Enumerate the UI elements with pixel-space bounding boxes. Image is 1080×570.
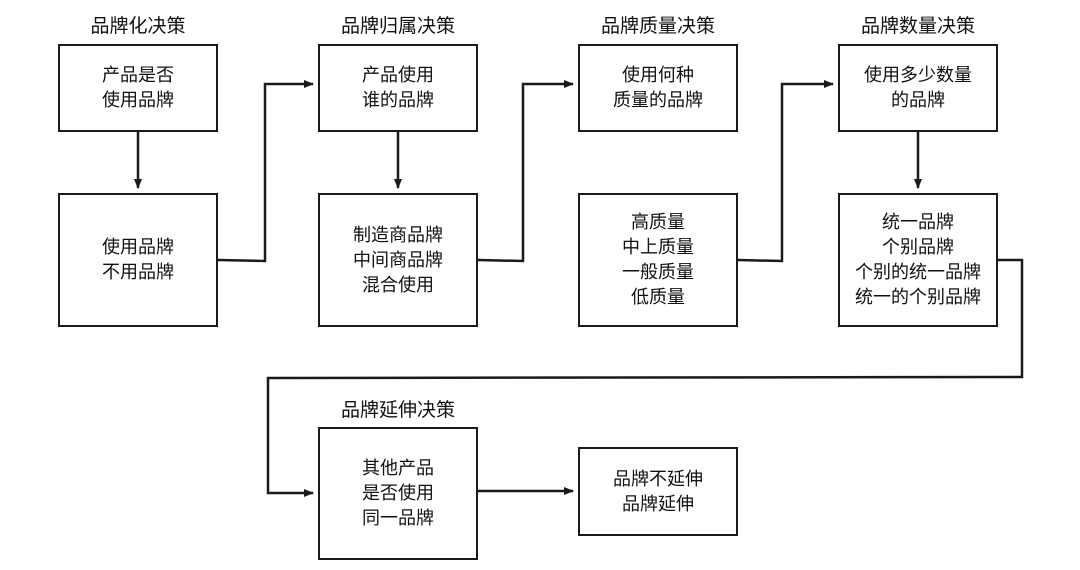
stage-1-heading: 品牌化决策 [90, 15, 186, 37]
stage-4-option: 统一的个别品牌 [855, 287, 981, 308]
stage-2-options-box: 制造商品牌 中间商品牌 混合使用 [318, 193, 478, 327]
stage-5-option: 品牌不延伸 [613, 468, 703, 490]
stage-1-question-line-1: 产品是否 [102, 65, 174, 86]
stage-2-question-line-2: 谁的品牌 [362, 90, 434, 111]
stage-5-question-box: 其他产品 是否使用 同一品牌 [318, 427, 478, 560]
stage-5-question-line-2: 是否使用 [362, 483, 434, 504]
stage-5-options-box: 品牌不延伸 品牌延伸 [578, 447, 738, 536]
stage-1-question-box: 产品是否 使用品牌 [58, 44, 218, 132]
stage-5-question-line-1: 其他产品 [362, 458, 434, 479]
stage-1-options-box: 使用品牌 不用品牌 [58, 193, 218, 327]
stage-1-to-2-connector [217, 80, 314, 263]
stage-4-option: 个别的统一品牌 [855, 262, 981, 283]
stage-2-option: 中间商品牌 [353, 249, 443, 271]
stage-3-option: 高质量 [631, 212, 685, 233]
stage-3-options-box: 高质量 中上质量 一般质量 低质量 [578, 193, 738, 327]
stage-1-question-line-2: 使用品牌 [102, 90, 174, 111]
stage-3-option: 中上质量 [622, 237, 694, 258]
stage-4-option: 个别品牌 [882, 237, 954, 258]
stage-4-to-5-connector [266, 258, 1024, 497]
stage-4-options-box: 统一品牌 个别品牌 个别的统一品牌 统一的个别品牌 [838, 193, 998, 327]
stage-3-question-box: 使用何种 质量的品牌 [578, 44, 738, 132]
stage-5-heading: 品牌延伸决策 [340, 399, 455, 421]
stage-3-to-4-connector [737, 80, 834, 263]
stage-2-heading: 品牌归属决策 [340, 15, 455, 37]
stage-2-question-line-1: 产品使用 [362, 65, 434, 86]
stage-4-question-box: 使用多少数量 的品牌 [838, 44, 998, 132]
stage-3-option: 一般质量 [622, 262, 694, 283]
stage-2-option: 制造商品牌 [353, 224, 443, 246]
stage-2-to-3-connector [477, 80, 574, 263]
stage-5-option: 品牌延伸 [622, 493, 694, 515]
stage-4-option: 统一品牌 [882, 212, 954, 233]
stage-3-question-line-2: 质量的品牌 [613, 90, 703, 111]
stage-5-question-line-3: 同一品牌 [362, 508, 434, 529]
stage-2-option: 混合使用 [362, 274, 434, 296]
stage-3-heading: 品牌质量决策 [600, 15, 715, 37]
stage-3-question-line-1: 使用何种 [622, 65, 694, 86]
stage-1-option: 使用品牌 [102, 237, 174, 258]
stage-4-question-line-1: 使用多少数量 [864, 65, 972, 86]
stage-2-question-box: 产品使用 谁的品牌 [318, 44, 478, 132]
stage-4-heading: 品牌数量决策 [860, 15, 975, 37]
stage-3-option: 低质量 [631, 287, 685, 308]
stage-4-question-line-2: 的品牌 [891, 90, 945, 111]
stage-1-option: 不用品牌 [102, 262, 174, 283]
